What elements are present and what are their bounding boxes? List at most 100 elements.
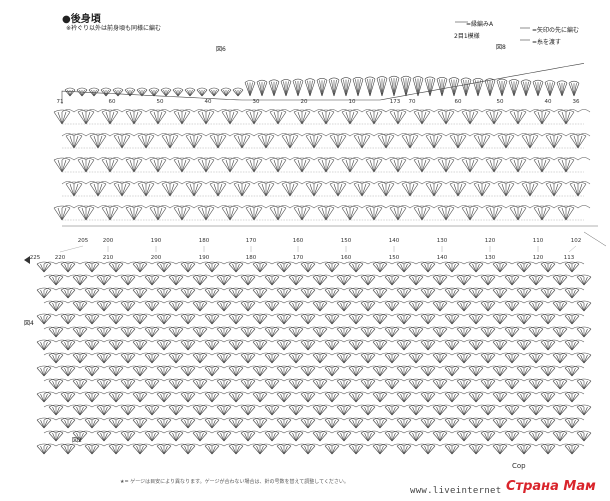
chain-loop [331, 417, 345, 421]
chain-loop [151, 417, 165, 421]
chain-loop [523, 352, 537, 356]
shell-stitch [425, 133, 443, 149]
chain-loop [97, 181, 111, 185]
shell-stitch [144, 352, 160, 364]
chain-loop [547, 261, 561, 265]
chain-loop [91, 443, 105, 447]
chain-loop [247, 443, 261, 447]
shell-stitch [300, 391, 316, 403]
chain-loop [475, 391, 489, 395]
shell-stitch [173, 205, 191, 221]
chain-loop [559, 430, 573, 434]
shell-stitch [156, 391, 172, 403]
shell-stitch [60, 261, 76, 273]
shell-stitch [245, 157, 263, 173]
chain-loop [355, 339, 369, 343]
shell-stitch [473, 181, 491, 197]
chain-loop [367, 313, 381, 317]
shell-stitch [564, 287, 580, 299]
shell-stitch [232, 87, 244, 97]
shell-stitch [480, 404, 496, 416]
shell-stitch [444, 417, 460, 429]
chain-loop [403, 313, 417, 317]
shell-stitch [389, 157, 407, 173]
chain-loop [175, 274, 189, 278]
chain-loop [43, 326, 57, 330]
chain-loop [43, 300, 57, 304]
shell-stitch [264, 430, 280, 442]
chain-loop [559, 339, 573, 343]
chain-loop [397, 133, 411, 137]
chain-loop [499, 430, 513, 434]
chain-loop [463, 261, 477, 265]
shell-stitch [204, 339, 220, 351]
chain-loop [103, 261, 117, 265]
chain-loop [499, 287, 513, 291]
chain-loop [259, 352, 273, 356]
shell-stitch [197, 157, 215, 173]
shell-stitch [280, 79, 292, 97]
chain-loop [181, 133, 195, 137]
chain-loop [67, 430, 81, 434]
chain-loop [307, 326, 321, 330]
shell-stitch [516, 391, 532, 403]
chain-loop [193, 133, 207, 137]
figure-label-4: 図4 [24, 320, 34, 327]
chain-loop [217, 181, 231, 185]
shell-stitch [228, 391, 244, 403]
chain-loop [319, 339, 333, 343]
chain-loop [463, 391, 477, 395]
shell-stitch [312, 378, 328, 390]
chain-loop [463, 274, 477, 278]
chain-loop [121, 157, 135, 161]
start-arrow-icon [24, 256, 30, 264]
shell-stitch [504, 404, 520, 416]
chain-loop [307, 430, 321, 434]
chain-loop [91, 300, 105, 304]
shell-stitch [396, 261, 412, 273]
shell-stitch [348, 261, 364, 273]
shell-stitch [372, 313, 388, 325]
shell-stitch [461, 109, 479, 125]
chain-loop [127, 274, 141, 278]
chain-loop [139, 417, 153, 421]
chain-loop [103, 417, 117, 421]
chain-loop [193, 157, 207, 161]
chain-loop [211, 443, 225, 447]
shell-stitch [300, 365, 316, 377]
chain-loop [373, 157, 387, 161]
shell-stitch [336, 404, 352, 416]
shell-stitch [384, 326, 400, 338]
chain-loop [445, 157, 459, 161]
shell-stitch [408, 274, 424, 286]
shell-stitch [388, 75, 400, 97]
shell-stitch [132, 287, 148, 299]
chain-loop [469, 205, 483, 209]
chain-loop [157, 157, 171, 161]
shell-stitch [288, 378, 304, 390]
chain-loop [73, 109, 87, 113]
section-connector-lines [59, 225, 598, 253]
chain-loop [235, 326, 249, 330]
lower-scale-label: 190 [198, 255, 210, 261]
chain-loop [115, 391, 129, 395]
shell-stitch [533, 109, 551, 125]
chain-loop [559, 365, 573, 369]
chain-loop [319, 274, 333, 278]
shell-stitch [216, 326, 232, 338]
chain-loop [247, 287, 261, 291]
chain-loop [235, 417, 249, 421]
shell-stitch [228, 339, 244, 351]
chain-loop [199, 430, 213, 434]
chain-loop [529, 133, 543, 137]
chain-loop [241, 205, 255, 209]
chain-loop [319, 326, 333, 330]
shell-stitch [360, 326, 376, 338]
shell-stitch [60, 391, 76, 403]
chain-loop [547, 430, 561, 434]
chain-loop [169, 133, 183, 137]
shell-stitch [324, 287, 340, 299]
chain-loop [331, 326, 345, 330]
chain-loop [55, 430, 69, 434]
chain-loop [283, 261, 297, 265]
